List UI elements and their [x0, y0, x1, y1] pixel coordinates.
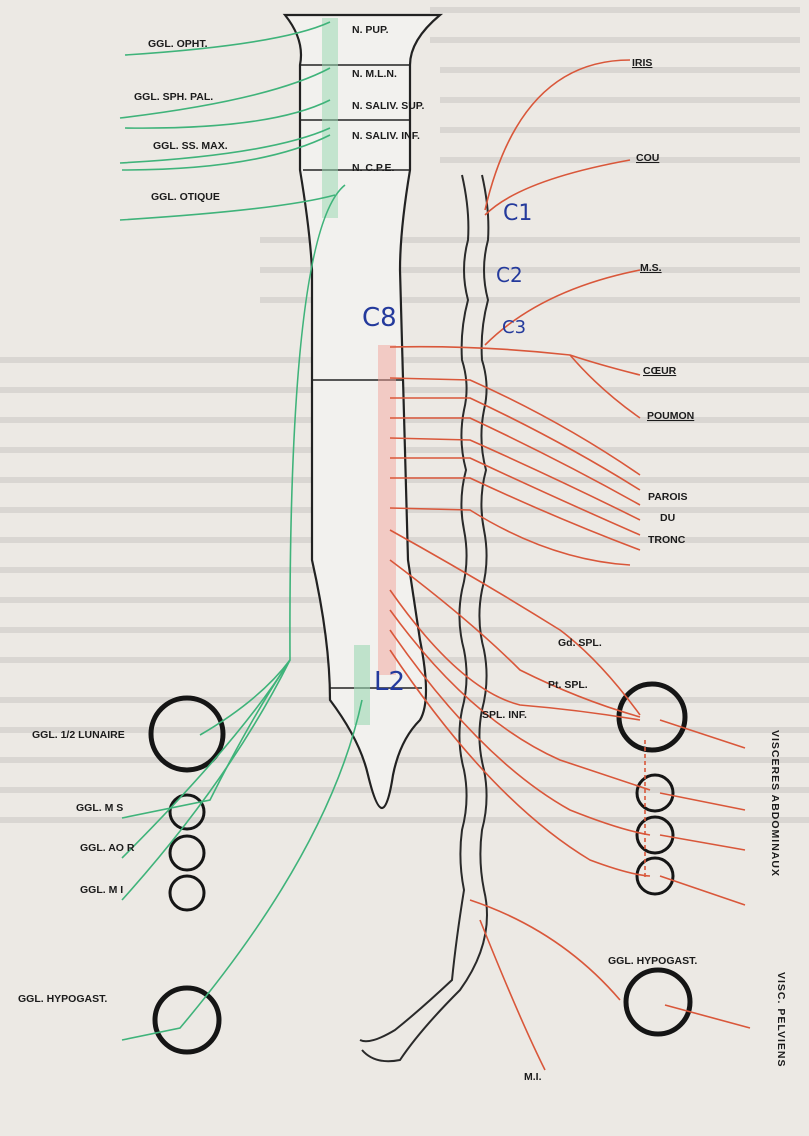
nucleus-label-mln: N. M.L.N.: [352, 68, 397, 80]
nucleus-label-pup: N. PUP.: [352, 24, 389, 36]
target-parois-1: PAROIS: [648, 491, 687, 503]
handwritten-c3: C3: [502, 317, 526, 338]
label-visceres-abdominaux: VISCERES ABDOMINAUX: [769, 730, 781, 877]
ggl-label-semilunar: GGL. 1/2 LUNAIRE: [32, 729, 125, 741]
target-ms: M.S.: [640, 262, 662, 274]
ggl-label-aor: GGL. AO R: [80, 842, 135, 854]
ggl-label-otique: GGL. OTIQUE: [151, 191, 220, 203]
ggl-aor-ring: [170, 836, 204, 870]
target-cou: COU: [636, 152, 659, 164]
handwritten-c2: C2: [496, 263, 523, 287]
label-pt-spl: Pt. SPL.: [548, 679, 588, 691]
label-ggl-hypogast-right: GGL. HYPOGAST.: [608, 955, 697, 967]
ggl-label-hypogast-left: GGL. HYPOGAST.: [18, 993, 107, 1005]
ggl-label-mi: GGL. M I: [80, 884, 123, 896]
nucleus-label-cpe: N. C.P.E.: [352, 162, 394, 174]
sympathetic-pathways: [390, 60, 750, 1070]
visceral-ganglion-ring-1: [619, 684, 685, 750]
ggl-label-sph-pal: GGL. SPH. PAL.: [134, 91, 213, 103]
label-spl-inf: SPL. INF.: [482, 709, 527, 721]
nucleus-label-saliv-sup: N. SALIV. SUP.: [352, 100, 424, 112]
cranial-nuclei-column: [322, 18, 338, 218]
sympathetic-intermediolateral-column: [378, 345, 396, 675]
handwritten-l2: L2: [374, 667, 405, 697]
ggl-hypogast-right-ring: [626, 970, 690, 1034]
target-coeur: CŒUR: [643, 365, 677, 377]
ggl-label-opht: GGL. OPHT.: [148, 38, 208, 50]
ggl-label-ms: GGL. M S: [76, 802, 123, 814]
target-parois-2: DU: [660, 512, 675, 524]
handwritten-c8: C8: [362, 303, 397, 333]
label-gd-spl: Gd. SPL.: [558, 637, 602, 649]
ggl-ms-ring: [170, 795, 204, 829]
ggl-label-ss-max: GGL. SS. MAX.: [153, 140, 228, 152]
target-parois-3: TRONC: [648, 534, 686, 546]
target-mi: M.I.: [524, 1071, 542, 1083]
target-poumon: POUMON: [647, 410, 694, 422]
handwritten-c1: C1: [503, 201, 532, 226]
ggl-mi-ring: [170, 876, 204, 910]
sacral-nuclei-column: [354, 645, 370, 725]
nucleus-label-saliv-inf: N. SALIV. INF.: [352, 130, 420, 142]
label-visc-pelviens: VISC. PELVIENS: [775, 972, 787, 1068]
target-iris: IRIS: [632, 57, 652, 69]
